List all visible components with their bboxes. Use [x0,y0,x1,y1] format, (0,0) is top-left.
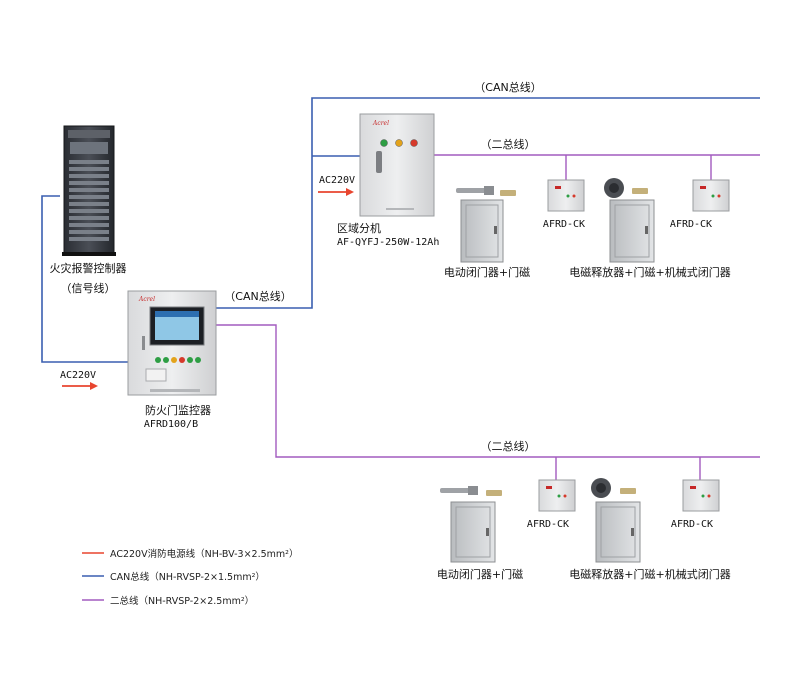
legend-text-can: CAN总线（NH-RVSP-2×1.5mm²） [110,571,265,583]
zone-brand: Acrel [372,120,389,127]
ac220v-arrow-right [318,188,354,196]
can-bus-label-top: （CAN总线） [474,80,541,94]
door-icon-2 [609,199,655,263]
afrd-ck-module-1 [547,179,585,212]
zone-title: 区域分机 [337,221,381,235]
legend-text-ac220v: AC220V消防电源线（NH-BV-3×2.5mm²） [110,548,298,560]
electric-closer-label-1: 电动闭门器+门磁 [444,265,530,279]
electromagnetic-label-2: 电磁释放器+门磁+机械式闭门器 [569,567,730,581]
two-bus-line-bottom [216,324,760,458]
ac220v-label-right: AC220V [319,175,355,186]
two-bus-label-bottom: （二总线） [481,439,536,453]
electric-closer-icon-2 [440,486,502,496]
can-line-top [216,97,760,309]
afrd-ck-label-2: AFRD-CK [670,219,712,230]
afrd-ck-module-4 [682,479,720,512]
afrd-ck-label-3: AFRD-CK [527,519,569,530]
fire-alarm-sub: （信号线） [61,281,116,295]
electric-closer-label-2: 电动闭门器+门磁 [437,567,523,581]
afrd-ck-label-4: AFRD-CK [671,519,713,530]
monitor-button-row [155,357,201,363]
zone-model: AF-QYFJ-250W-12Ah [337,237,439,248]
electromagnetic-release-icon-1 [604,178,648,198]
fire-alarm-title: 火灾报警控制器 [50,261,127,275]
monitor-model: AFRD100/B [144,419,198,430]
afrd-ck-module-3 [538,479,576,512]
electromagnetic-release-icon-2 [591,478,636,498]
monitor-title: 防火门监控器 [145,403,211,417]
fire-alarm-cabinet [62,125,116,256]
ac220v-label-left: AC220V [60,370,96,381]
legend-text-two-bus: 二总线（NH-RVSP-2×2.5mm²） [110,595,254,607]
door-icon-4 [595,501,641,563]
door-icon-1 [460,199,504,263]
can-line-fire-alarm [41,195,128,363]
ac220v-arrow-left [62,382,98,390]
two-bus-label-top: （二总线） [481,137,536,151]
door-icon-3 [450,501,496,563]
electric-closer-icon-1 [456,186,516,196]
zone-extension-cabinet: Acrel [359,113,435,217]
legend: AC220V消防电源线（NH-BV-3×2.5mm²） CAN总线（NH-RVS… [82,548,298,607]
monitor-brand: Acrel [138,296,155,303]
electromagnetic-label-1: 电磁释放器+门磁+机械式闭门器 [569,265,730,279]
afrd-ck-label-1: AFRD-CK [543,219,585,230]
fire-door-monitor-cabinet: Acrel [127,290,217,396]
afrd-ck-module-2 [692,179,730,212]
can-bus-label-mid: （CAN总线） [224,289,291,303]
